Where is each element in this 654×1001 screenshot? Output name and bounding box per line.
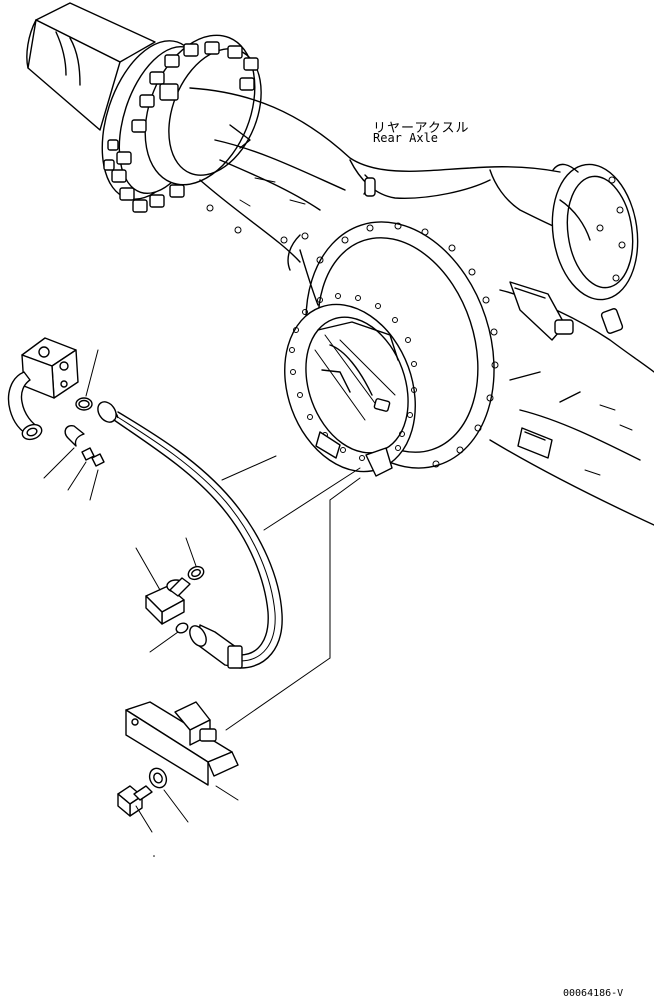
flange-bolt-holes — [316, 222, 499, 468]
hose-outer — [113, 419, 269, 656]
part-name-en: Rear Axle — [373, 131, 439, 145]
leader-lines — [43, 349, 361, 857]
manifold-block — [7, 337, 79, 441]
o-ring-3 — [175, 622, 189, 634]
hose-fitting-upper — [97, 401, 117, 423]
tee-adapter — [145, 577, 191, 625]
rear-axle-housing — [26, 2, 654, 526]
hose-bracket — [125, 701, 239, 786]
part-name-jp: リヤーアクスル — [373, 121, 470, 136]
bracket-bolt — [117, 785, 153, 817]
o-ring-2 — [187, 565, 205, 581]
bolt-2 — [91, 453, 105, 467]
hub-bolts — [103, 41, 259, 213]
brake-hose-assembly — [7, 337, 283, 669]
bolt-1 — [81, 447, 95, 461]
split-flange — [64, 424, 85, 447]
drawing-code: 00064186-V — [563, 988, 624, 999]
washer — [148, 767, 168, 789]
